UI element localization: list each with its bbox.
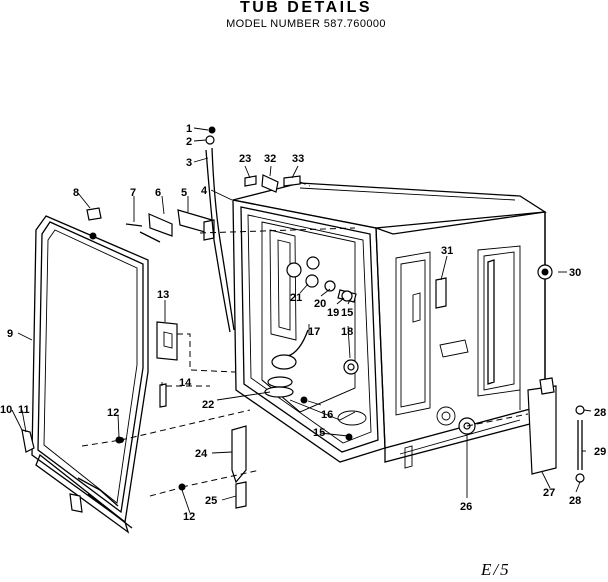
- tub-assembly: [232, 182, 547, 469]
- callout-33: 33: [292, 153, 304, 165]
- callout-7: 7: [130, 187, 136, 199]
- callout-17: 17: [308, 326, 320, 338]
- callout-4: 4: [201, 185, 208, 197]
- callout-16: 16: [321, 409, 333, 421]
- callout-1: 1: [186, 123, 192, 135]
- door-panel: [31, 215, 149, 534]
- callout-27: 27: [543, 487, 555, 499]
- model-number: MODEL NUMBER 587.760000: [226, 18, 386, 30]
- callout-25: 25: [205, 495, 217, 507]
- callout-15a: 15: [341, 307, 353, 319]
- callout-30: 30: [569, 267, 581, 279]
- leader-lines: [11, 127, 592, 514]
- callout-14: 14: [179, 377, 192, 389]
- callout-2: 2: [186, 136, 192, 148]
- callout-29: 29: [594, 446, 606, 458]
- callout-13: 13: [157, 289, 169, 301]
- callout-15b: 15: [313, 427, 325, 439]
- callout-19: 19: [327, 307, 339, 319]
- callout-23: 23: [239, 153, 251, 165]
- callout-22: 22: [202, 399, 214, 411]
- diagram-title: TUB DETAILS: [239, 0, 373, 16]
- page-mark: E/5: [481, 560, 511, 579]
- callout-18: 18: [341, 326, 353, 338]
- callout-28b: 28: [569, 495, 581, 507]
- alignment-lines: [81, 181, 529, 497]
- callout-8: 8: [73, 187, 79, 199]
- callout-6: 6: [155, 187, 161, 199]
- callout-9: 9: [7, 328, 13, 340]
- callout-12b: 12: [183, 511, 195, 523]
- callout-24: 24: [195, 448, 208, 460]
- callout-10: 10: [0, 404, 12, 416]
- small-parts: [21, 126, 585, 513]
- callout-11: 11: [18, 404, 30, 416]
- callout-28a: 28: [594, 407, 606, 419]
- internal-parts: [264, 256, 476, 441]
- callout-21: 21: [290, 292, 302, 304]
- callout-31: 31: [441, 245, 453, 257]
- callout-32: 32: [264, 153, 276, 165]
- callout-20: 20: [314, 298, 326, 310]
- callout-3: 3: [186, 157, 192, 169]
- callout-12a: 12: [107, 407, 119, 419]
- callout-labels: 1 2 3 4 5 6 7 8 9 10 11 12 12 13 14 15 1…: [0, 123, 606, 523]
- callout-5: 5: [181, 187, 187, 199]
- callout-26: 26: [460, 501, 472, 513]
